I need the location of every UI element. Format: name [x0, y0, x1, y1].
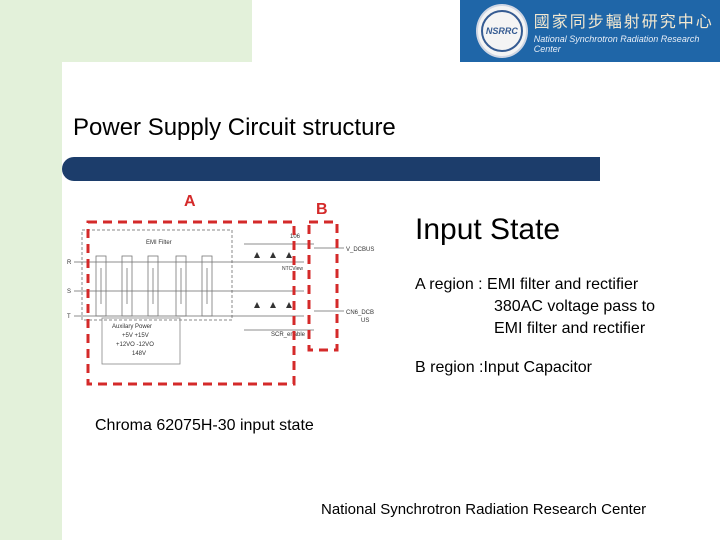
slide-title: Power Supply Circuit structure [73, 114, 396, 141]
aux-power-line1: +5V +15V [122, 333, 149, 339]
input-t-label: T [67, 314, 71, 320]
region-a-line1: A region : EMI filter and rectifier [415, 276, 639, 293]
emi-filter-box [81, 229, 233, 321]
logo-chinese-name: 國家同步輻射研究中心 [533, 12, 714, 31]
cn6-label: CN6_DCB [346, 310, 374, 316]
region-a-line2: 380AC voltage pass to [494, 298, 655, 315]
logo-english-name: National Synchrotron Radiation Research … [533, 34, 700, 54]
logo-wordmark: 國家同步輻射研究中心 National Synchrotron Radiatio… [534, 8, 720, 54]
left-decor-band [0, 0, 62, 540]
region-a-label: A [184, 193, 196, 210]
circuit-diagram: EMI Filter R S T Auxilary Power +5V +15V… [67, 220, 374, 386]
logo-seal-icon: NSRRC [476, 4, 528, 58]
resistor-106-label: 106 [290, 234, 301, 240]
region-b-highlight [307, 220, 339, 352]
emi-filter-label: EMI Filter [146, 240, 172, 246]
input-state-title: Input State [415, 213, 561, 246]
aux-power-line2: +12VO -12VO [116, 342, 154, 348]
aux-power-title: Auxilary Power [112, 324, 152, 330]
top-decor-band [0, 0, 252, 62]
aux-power-box [101, 317, 181, 365]
filter-components [95, 255, 213, 317]
rectifier-diodes [254, 252, 292, 308]
title-underline-bar [62, 157, 600, 181]
footer-organization: National Synchrotron Radiation Research … [321, 501, 647, 518]
us-label: US [361, 318, 369, 324]
region-a-description: A region : EMI filter and rectifier 380A… [415, 274, 655, 340]
ntc-label: NTCView [282, 266, 303, 272]
logo-banner: NSRRC 國家同步輻射研究中心 National Synchrotron Ra… [460, 0, 720, 62]
region-b-description: B region :Input Capacitor [415, 359, 592, 376]
region-b-label: B [316, 201, 328, 218]
input-s-label: S [67, 289, 71, 295]
region-a-highlight [86, 220, 296, 386]
vdcbus-label: V_DCBUS [346, 247, 374, 253]
region-a-line3: EMI filter and rectifier [494, 320, 646, 337]
logo-seal-text: NSRRC [480, 10, 523, 52]
aux-power-line3: 148V [132, 351, 146, 357]
decor-corner-curve [62, 62, 122, 122]
scr-enable-label: SCR_enable [271, 332, 306, 338]
diagram-caption: Chroma 62075H-30 input state [95, 417, 314, 434]
input-r-label: R [67, 260, 72, 266]
